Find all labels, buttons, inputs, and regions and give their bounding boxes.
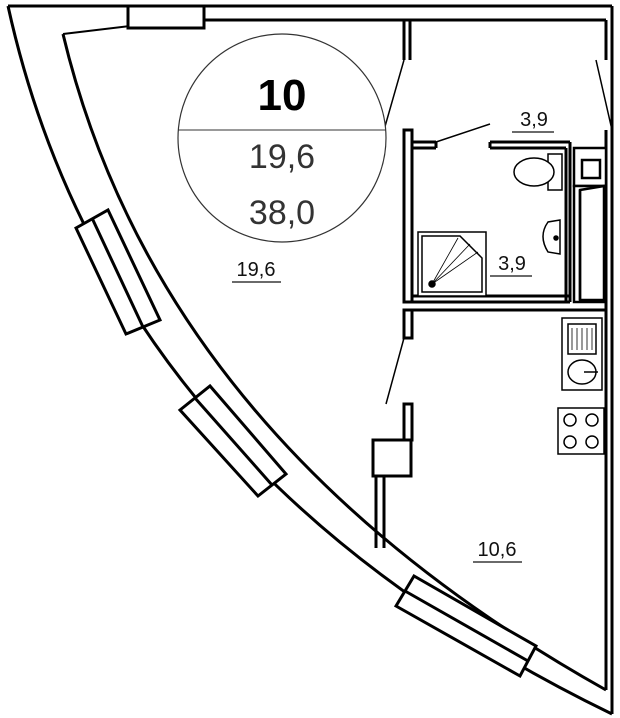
stove-icon: [557, 407, 605, 455]
apartment-number: 10: [258, 71, 307, 120]
window-icon: [74, 207, 539, 679]
living-area-value: 19,6: [249, 138, 315, 176]
apartment-info-badge: 10 19,6 38,0: [177, 33, 387, 243]
ventilation-shaft-icon: [572, 146, 608, 304]
hall-area-label: 3,9: [520, 109, 548, 131]
door-swing-icon: [383, 59, 613, 405]
shower-tray-icon: [417, 231, 487, 297]
kitchen-area-label: 10,6: [478, 539, 517, 561]
top-window: [126, 4, 206, 30]
bathroom-area-label: 3,9: [498, 253, 526, 275]
total-area-value: 38,0: [249, 194, 315, 232]
room-labels: 19,6 3,9 3,9 10,6: [232, 109, 554, 563]
washbasin-icon: [542, 219, 561, 255]
toilet-icon: [513, 153, 563, 191]
kitchen-sink-icon: [561, 317, 603, 391]
structural-column: [371, 438, 413, 478]
living-room-area-label: 19,6: [237, 259, 276, 281]
